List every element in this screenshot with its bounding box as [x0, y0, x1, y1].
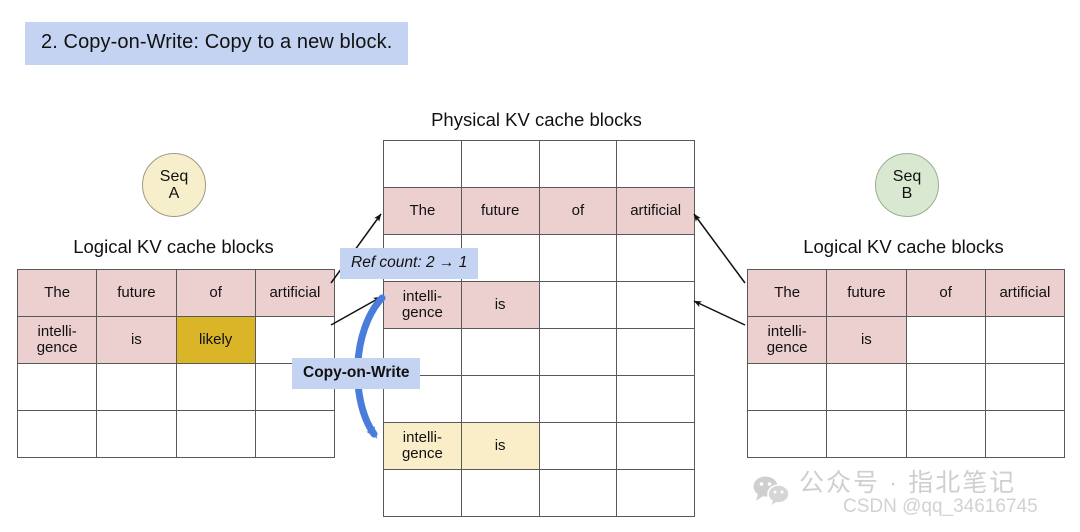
- table-cell: [96, 410, 177, 458]
- table-cell: is: [96, 316, 177, 364]
- table-cell: [984, 363, 1066, 411]
- table-cell: artificial: [616, 187, 695, 235]
- page-title: 2. Copy-on-Write: Copy to a new block.: [25, 22, 409, 65]
- table-row: [746, 363, 1066, 411]
- table-cell: The: [383, 187, 462, 235]
- table-cell: of: [905, 269, 986, 317]
- watermark: 公众号 · 指北笔记 CSDN @qq_34616745: [752, 470, 1038, 517]
- seq-b-label-line2: B: [901, 185, 913, 202]
- table-cell: [616, 234, 695, 282]
- table-cell: [826, 410, 907, 458]
- table-cell: [616, 422, 695, 470]
- seq-b-badge: Seq B: [875, 153, 939, 217]
- wechat-icon: [753, 476, 790, 505]
- table-cell: future: [826, 269, 907, 317]
- table-cell: [175, 410, 256, 458]
- table-cell: [460, 140, 540, 188]
- table-cell: [383, 140, 462, 188]
- table-cell: of: [175, 269, 256, 317]
- table-cell: [254, 316, 336, 364]
- table-cell: [460, 469, 540, 517]
- table-cell: [905, 410, 986, 458]
- table-cell: [16, 410, 98, 458]
- table-cell: of: [538, 187, 618, 235]
- table-row: [383, 469, 695, 517]
- table-cell: [460, 328, 540, 376]
- table-cell: [538, 140, 618, 188]
- table-cell: [460, 375, 540, 423]
- table-cell: [96, 363, 177, 411]
- table-cell: is: [460, 281, 540, 329]
- table-cell: [538, 281, 618, 329]
- copy-on-write-callout: Copy-on-Write: [292, 358, 421, 389]
- table-cell: artificial: [254, 269, 336, 317]
- table-cell: is: [826, 316, 907, 364]
- table-row: [746, 410, 1066, 458]
- physical-blocks-heading: Physical KV cache blocks: [431, 109, 642, 130]
- table-cell: [254, 410, 336, 458]
- table-cell: intelli-gence: [16, 316, 98, 364]
- table-cell: [905, 363, 986, 411]
- table-cell: future: [460, 187, 540, 235]
- watermark-csdn: CSDN @qq_34616745: [843, 496, 1038, 518]
- table-cell: [383, 375, 462, 423]
- table-row: [383, 328, 695, 376]
- table-cell: [538, 234, 618, 282]
- table-cell: intelli-gence: [746, 316, 828, 364]
- table-cell: [175, 363, 256, 411]
- seq-a-badge: Seq A: [142, 153, 206, 217]
- table-cell: [538, 469, 618, 517]
- table-cell: [616, 281, 695, 329]
- table-cell: [538, 422, 618, 470]
- table-cell: is: [460, 422, 540, 470]
- table-cell: intelli-gence: [383, 422, 462, 470]
- arrow-b-row1: [693, 300, 746, 326]
- table-row: [383, 375, 695, 423]
- ref-count-callout: Ref count: 2 → 1: [340, 248, 479, 279]
- table-row: [383, 140, 695, 188]
- table-cell: [538, 328, 618, 376]
- table-cell: artificial: [984, 269, 1066, 317]
- logical-blocks-heading-left: Logical KV cache blocks: [73, 236, 274, 257]
- table-cell: [746, 363, 828, 411]
- table-cell: [984, 316, 1066, 364]
- table-cell: likely: [175, 316, 256, 364]
- table-cell: [616, 140, 695, 188]
- table-cell: [826, 363, 907, 411]
- table-cell: [616, 328, 695, 376]
- seq-a-label-line1: Seq: [159, 167, 189, 185]
- table-cell: [746, 410, 828, 458]
- watermark-account: 公众号 · 指北笔记: [799, 469, 1017, 497]
- arrow-b-row0: [693, 213, 746, 284]
- table-cell: future: [96, 269, 177, 317]
- table-cell: [616, 469, 695, 517]
- table-cell: [984, 410, 1066, 458]
- table-cell: [16, 363, 98, 411]
- seq-a-label-line2: A: [168, 185, 180, 202]
- logical-blocks-heading-right: Logical KV cache blocks: [803, 236, 1004, 257]
- arrow-a-row1: [330, 296, 382, 326]
- table-cell: [905, 316, 986, 364]
- table-cell: The: [746, 269, 828, 317]
- table-cell: [616, 375, 695, 423]
- table-row: [16, 363, 336, 411]
- table-cell: [383, 469, 462, 517]
- table-cell: [538, 375, 618, 423]
- table-cell: intelli-gence: [383, 281, 462, 329]
- table-cell: The: [16, 269, 98, 317]
- table-row: [16, 410, 336, 458]
- seq-b-label-line1: Seq: [892, 167, 922, 185]
